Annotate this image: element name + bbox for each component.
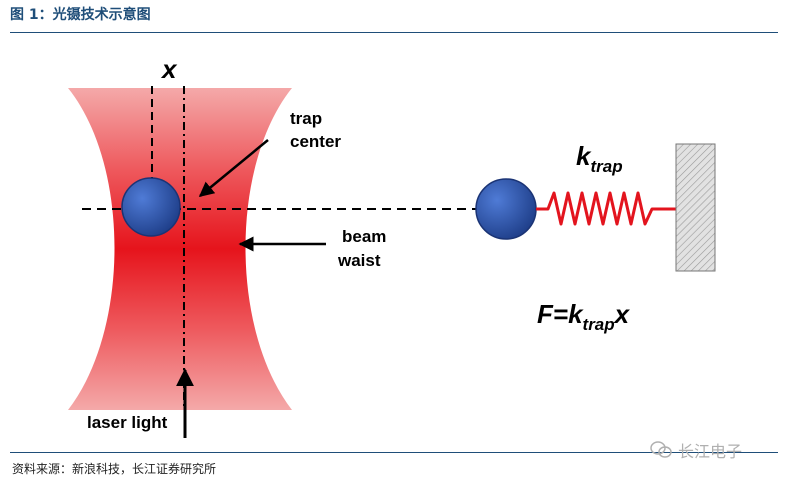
hooke-equation: F=ktrapx <box>537 299 631 334</box>
beam-waist-label-line1: beam <box>342 227 386 246</box>
trapped-bead <box>121 177 181 237</box>
watermark: 长江电子 <box>650 438 742 462</box>
spring <box>536 191 676 226</box>
laser-light-label: laser light <box>87 413 168 432</box>
spring-constant-label: ktrap <box>576 141 623 176</box>
source-note: 资料来源：新浪科技，长江证券研究所 <box>12 462 217 476</box>
equation-f: F=k <box>537 299 584 329</box>
equation-subscript: trap <box>583 315 615 334</box>
wechat-icon <box>650 441 672 459</box>
k-subscript: trap <box>590 157 622 176</box>
wall <box>675 143 716 272</box>
k-symbol: k <box>576 141 592 171</box>
trap-center-arrow <box>198 139 269 197</box>
spring-bead <box>475 178 537 240</box>
x-label: x <box>160 54 178 84</box>
beam-waist-label-line2: waist <box>337 251 381 270</box>
header-divider <box>10 32 778 33</box>
figure-title: 图 1：光镊技术示意图 <box>10 7 151 23</box>
footer-divider <box>10 452 778 453</box>
trap-center-label-line2: center <box>290 132 341 151</box>
equation-x: x <box>613 299 631 329</box>
watermark-text: 长江电子 <box>678 442 743 461</box>
trap-center-label-line1: trap <box>290 109 322 128</box>
laser-beam <box>68 88 292 410</box>
